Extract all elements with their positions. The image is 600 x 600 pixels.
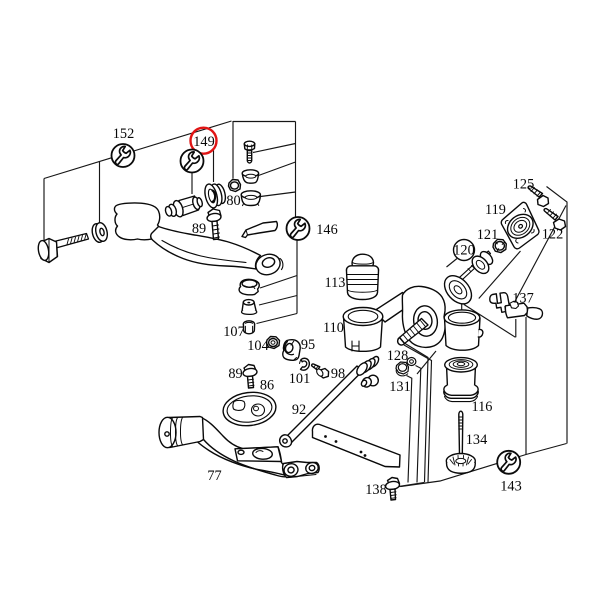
svg-text:116: 116 [472, 399, 493, 415]
svg-text:138: 138 [365, 482, 386, 498]
svg-text:89: 89 [228, 366, 242, 382]
svg-text:152: 152 [113, 126, 134, 142]
svg-text:137: 137 [512, 291, 533, 307]
svg-text:143: 143 [500, 479, 521, 495]
svg-text:128: 128 [387, 348, 408, 364]
svg-text:98: 98 [331, 366, 345, 382]
svg-text:121: 121 [477, 227, 498, 243]
svg-text:95: 95 [301, 337, 315, 353]
svg-text:125: 125 [513, 177, 534, 193]
svg-text:104: 104 [247, 338, 268, 354]
svg-text:92: 92 [292, 402, 306, 418]
svg-text:149: 149 [193, 134, 214, 150]
svg-text:113: 113 [325, 275, 346, 291]
svg-text:77: 77 [207, 468, 221, 484]
svg-text:122: 122 [542, 227, 563, 243]
svg-text:120: 120 [453, 243, 474, 259]
svg-text:101: 101 [289, 371, 310, 387]
svg-text:86: 86 [260, 378, 274, 394]
svg-text:110: 110 [323, 320, 344, 336]
svg-text:89: 89 [192, 221, 206, 237]
svg-text:107: 107 [223, 324, 244, 340]
svg-text:131: 131 [389, 379, 410, 395]
svg-text:134: 134 [466, 432, 487, 448]
svg-text:146: 146 [316, 222, 337, 238]
svg-text:119: 119 [485, 202, 506, 218]
svg-text:80: 80 [226, 193, 240, 209]
